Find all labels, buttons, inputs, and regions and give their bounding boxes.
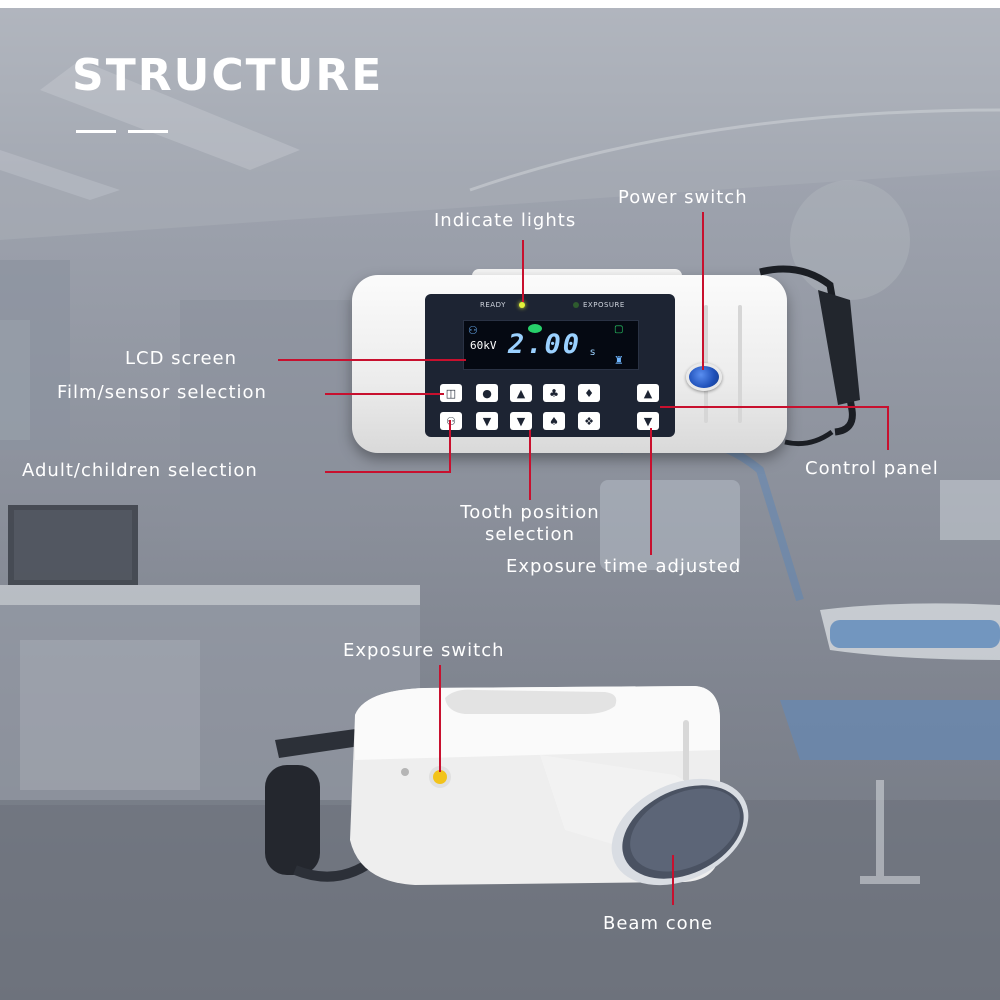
- label-tooth-position-line1: Tooth position: [460, 502, 600, 523]
- film-sensor-button[interactable]: ◫: [440, 384, 462, 402]
- tooth-lower-canine-button[interactable]: ▼: [510, 412, 532, 430]
- chair-icon: ♜: [614, 354, 624, 367]
- ready-indicator-light: [519, 302, 525, 308]
- label-control-panel: Control panel: [805, 458, 939, 479]
- page-title: STRUCTURE: [72, 50, 384, 101]
- tooth-icon: ♣: [549, 386, 559, 400]
- tooth-molar-button[interactable]: ♦: [578, 384, 600, 402]
- label-tooth-position: Tooth position selection: [420, 502, 640, 546]
- xray-unit-side: [265, 686, 749, 886]
- tooth-icon: ♦: [584, 386, 594, 400]
- tooth-icon: ▼: [482, 414, 492, 428]
- tooth-premolar-button[interactable]: ♣: [543, 384, 565, 402]
- tooth-lower-molar-button[interactable]: ❖: [578, 412, 600, 430]
- label-power-switch: Power switch: [618, 187, 748, 208]
- tooth-icon: ♠: [549, 414, 559, 428]
- tooth-icon: ▼: [516, 414, 526, 428]
- sensor-icon: ▢: [614, 324, 624, 335]
- time-unit: s: [590, 347, 596, 358]
- arrow-up-icon: ▲: [643, 386, 653, 400]
- arrow-down-icon: ▼: [643, 414, 653, 428]
- tooth-icon: ●: [482, 386, 492, 400]
- label-exposure-time: Exposure time adjusted: [506, 556, 742, 577]
- tooth-lower-premolar-button[interactable]: ♠: [543, 412, 565, 430]
- adult-icon: ⚇: [468, 324, 478, 337]
- tooth-canine-button[interactable]: ▲: [510, 384, 532, 402]
- tooth-icon: ▲: [516, 386, 526, 400]
- label-film-sensor: Film/sensor selection: [57, 382, 267, 403]
- exposure-label: EXPOSURE: [583, 301, 625, 309]
- power-switch-button[interactable]: [686, 363, 722, 391]
- exposure-indicator-light: [573, 302, 579, 308]
- tooth-lower-incisor-button[interactable]: ▼: [476, 412, 498, 430]
- label-exposure-switch: Exposure switch: [343, 640, 505, 661]
- label-adult-children: Adult/children selection: [22, 460, 258, 481]
- time-down-button[interactable]: ▼: [637, 412, 659, 430]
- exposure-time-readout: 2.00: [508, 329, 582, 360]
- xray-unit-front: READY EXPOSURE ⚇ ▢ 60kV 2.00 s ♜ ◫ ● ▲ ♣…: [352, 269, 787, 453]
- person-icon: ⚇: [446, 414, 456, 428]
- tooth-incisor-button[interactable]: ●: [476, 384, 498, 402]
- title-dash: [128, 130, 168, 133]
- kv-readout: 60kV: [470, 339, 497, 352]
- label-lcd-screen: LCD screen: [125, 348, 238, 369]
- time-up-button[interactable]: ▲: [637, 384, 659, 402]
- film-icon: ◫: [445, 386, 457, 400]
- control-panel: READY EXPOSURE ⚇ ▢ 60kV 2.00 s ♜ ◫ ● ▲ ♣…: [425, 294, 675, 437]
- ready-label: READY: [480, 301, 506, 309]
- label-beam-cone: Beam cone: [603, 913, 714, 934]
- label-indicate-lights: Indicate lights: [434, 210, 577, 231]
- side-groove: [738, 305, 742, 423]
- title-dash: [76, 130, 116, 133]
- status-dot-icon: [528, 324, 542, 333]
- label-tooth-position-line2: selection: [485, 524, 575, 545]
- lcd-screen: ⚇ ▢ 60kV 2.00 s ♜: [463, 320, 639, 370]
- tooth-icon: ❖: [584, 414, 594, 428]
